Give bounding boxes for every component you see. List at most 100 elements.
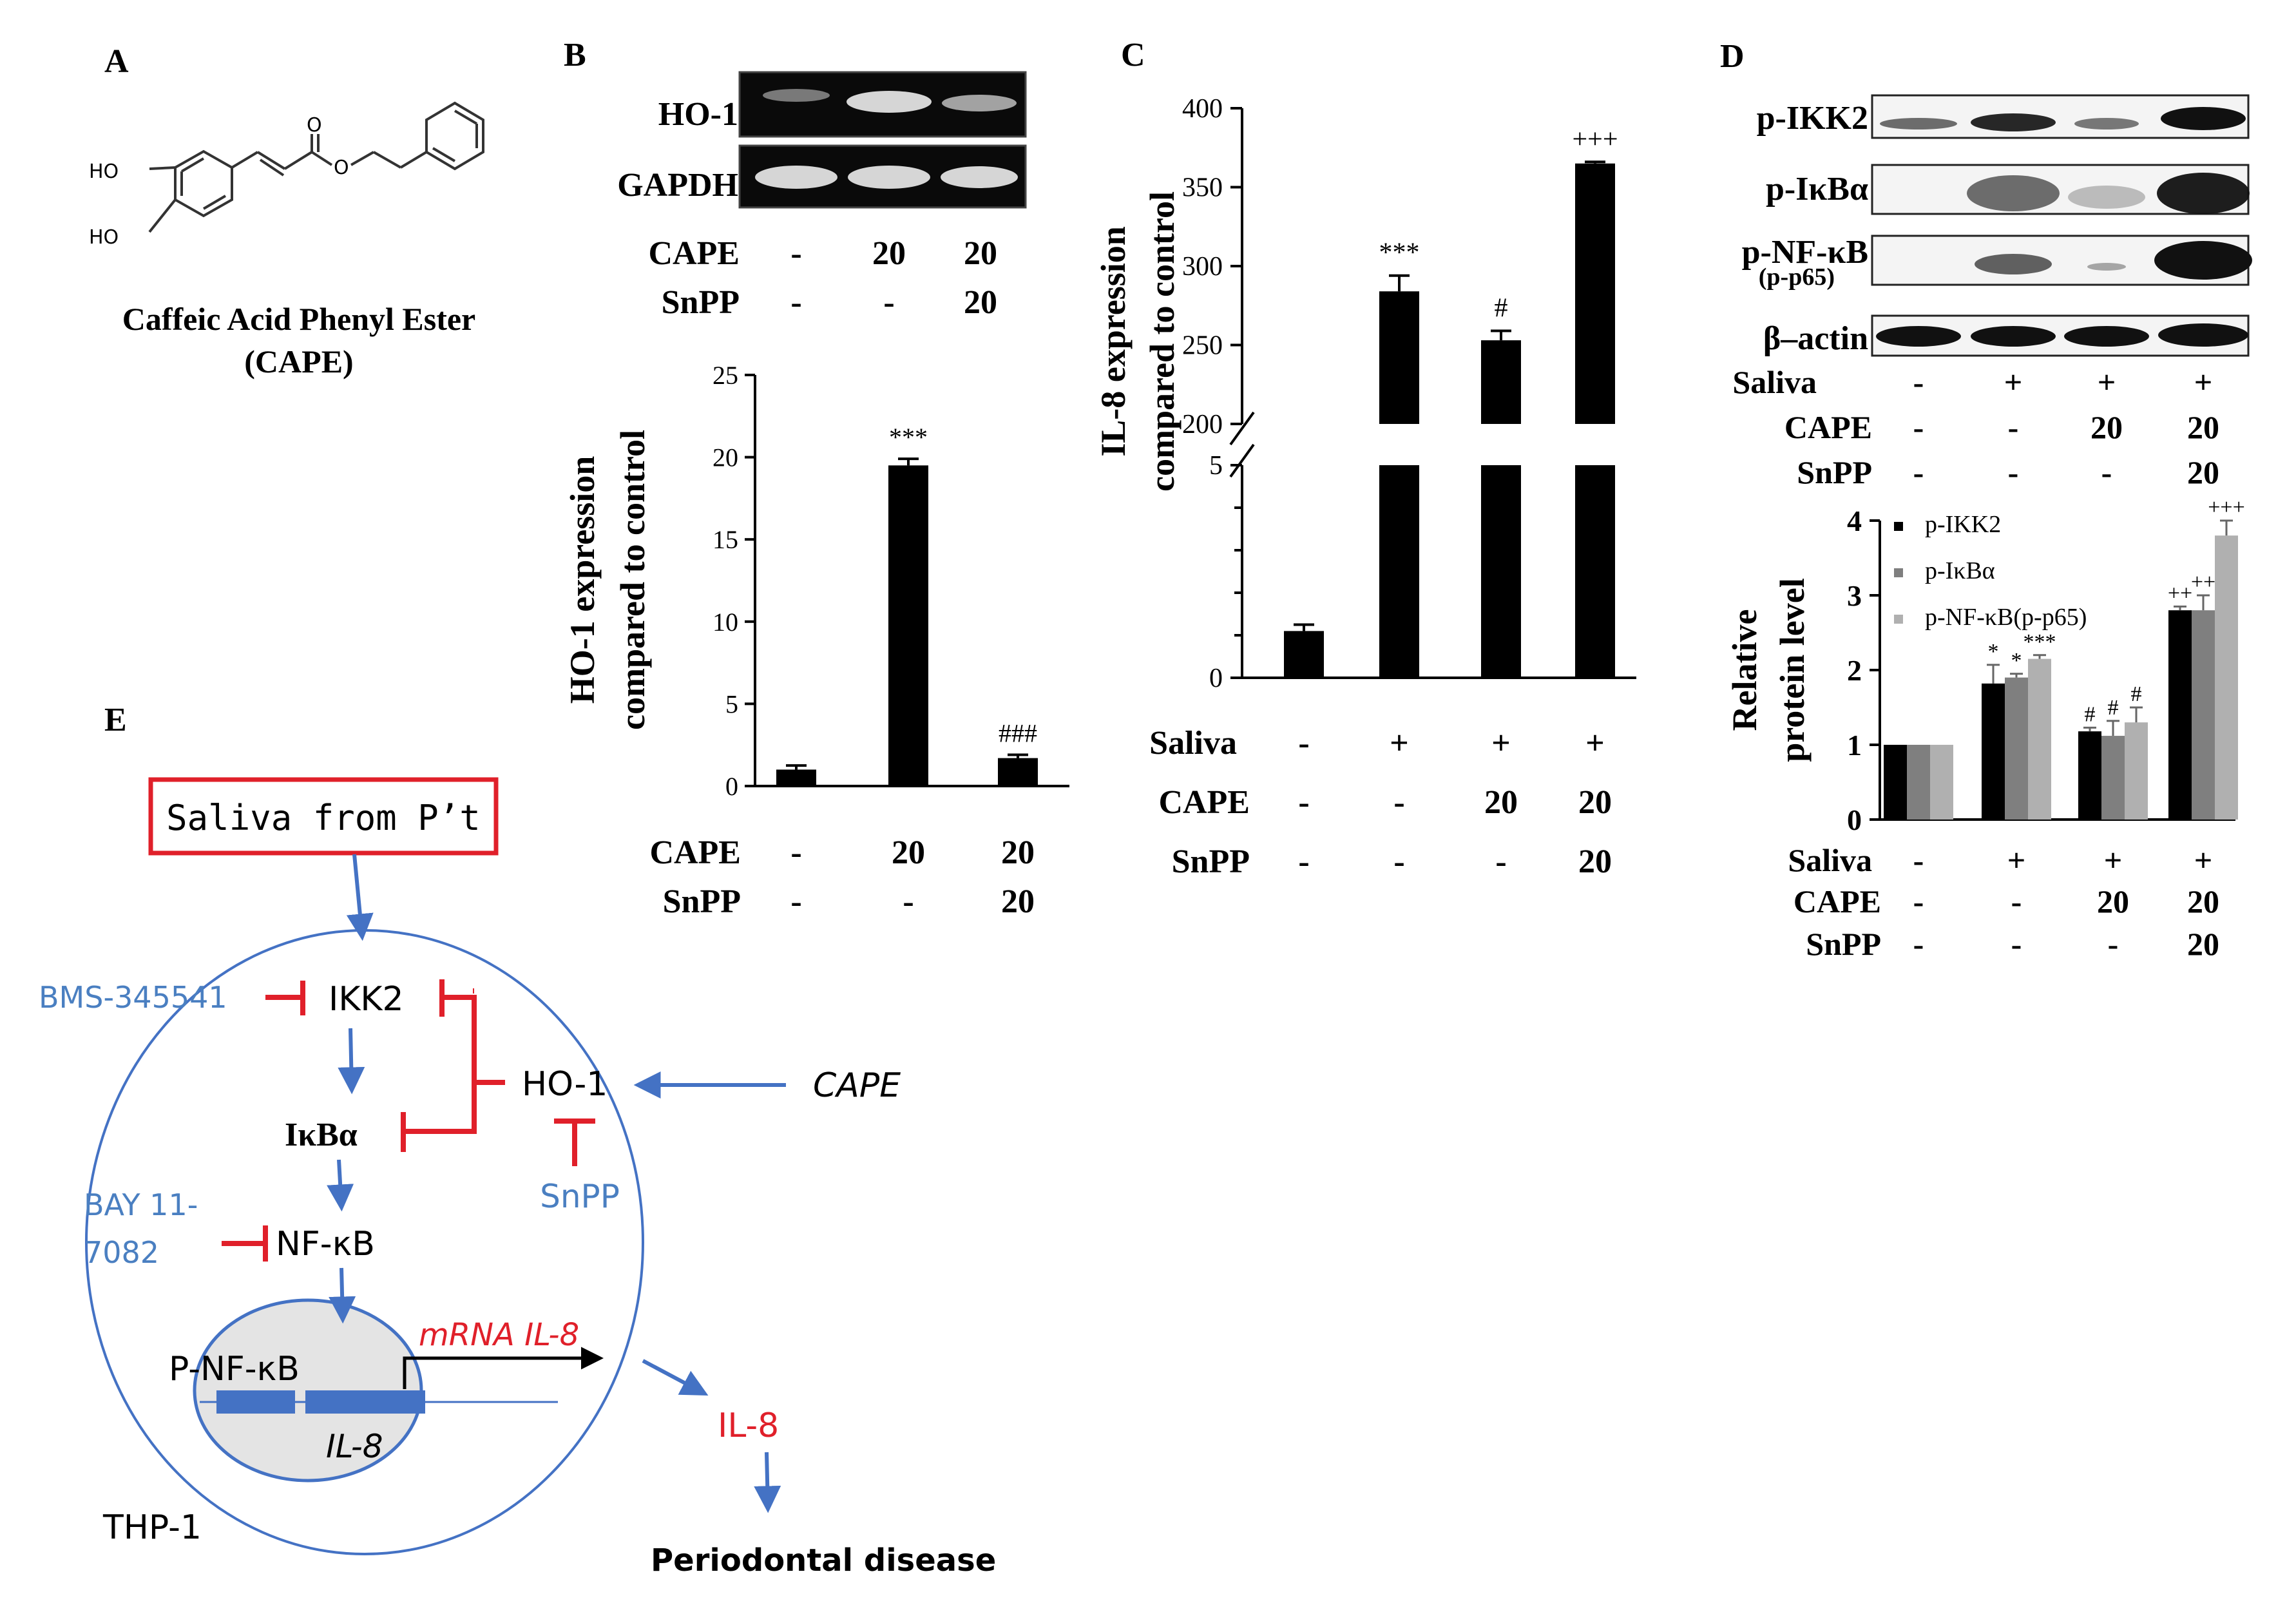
chart-b-cell: 20 (892, 834, 925, 871)
chart-d-bar (2028, 658, 2051, 820)
chart-d-bar (1884, 745, 1907, 820)
panel-d: D p-IKK2 (1720, 38, 2252, 962)
snpp-label: SnPP (540, 1178, 620, 1215)
chart-d-cell: + (2007, 842, 2026, 878)
bay-label-line1: BAY 11- (84, 1187, 198, 1222)
chart-b-cell: 20 (1001, 883, 1035, 920)
chart-d-protein: 01234*#++*#++***#+++p-IKK2p-IκBαp-NF-κB(… (1725, 495, 2245, 836)
chart-c-significance: # (1495, 293, 1508, 323)
chart-c-cell: - (1298, 725, 1309, 762)
panel-b: B HO-1 GAPDH CAPE - 20 20 SnPP - - 20 (563, 37, 1069, 920)
chart-c-cell: 20 (1484, 784, 1518, 821)
chart-d-bar (2005, 677, 2028, 820)
chart-c-cell: - (1495, 843, 1506, 880)
blot-band-beta-actin: β–actin (1763, 320, 1868, 357)
blot-cell: - (1913, 364, 1924, 400)
chart-c-significance: +++ (1572, 124, 1618, 154)
chart-b-y-tick-label: 20 (713, 443, 738, 472)
il8-gene-box (305, 1390, 425, 1414)
chart-c-cell: - (1298, 843, 1309, 880)
chart-d-cell: - (2108, 926, 2119, 962)
blot-row-label: SnPP (1797, 454, 1872, 490)
chart-d-legend-swatch (1894, 615, 1903, 624)
cape-structure (148, 101, 484, 233)
compound-name: Caffeic Acid Phenyl Ester (122, 301, 476, 337)
chart-d-bar (1930, 745, 1953, 820)
chart-c-bar-lower (1379, 465, 1419, 678)
chart-d-significance: # (2131, 682, 2142, 706)
chart-b-bar (998, 758, 1038, 786)
chart-b-y-tick-label: 0 (725, 772, 738, 801)
blot-band-p-ikk2: p-IKK2 (1757, 100, 1868, 137)
chart-d-cell: 20 (2187, 926, 2219, 962)
chart-c-axis-break (1229, 411, 1255, 446)
blot-cell: 20 (2090, 409, 2123, 445)
chart-b-row-label: SnPP (663, 883, 741, 920)
blot-band-p-ikba: p-IκBα (1766, 171, 1868, 207)
arrow-ikk2-to-ikba (338, 1028, 365, 1095)
chart-d-cell: - (1913, 926, 1924, 962)
chart-d-bar (2192, 610, 2215, 820)
chart-d-bar (1982, 683, 2005, 820)
chart-d-bar (2078, 731, 2101, 820)
periodontal-disease-label: Periodontal disease (651, 1542, 996, 1579)
gel-treatment-table: CAPE - 20 20 SnPP - - 20 (648, 235, 997, 321)
arrow-ikba-to-nfkb (327, 1159, 354, 1212)
chart-d-y-tick-label: 2 (1847, 654, 1862, 687)
arrow-il8-to-disease (754, 1452, 781, 1513)
blot-row-label: Saliva (1732, 364, 1817, 400)
chart-d-legend-label: p-IκBα (1925, 557, 1995, 584)
promoter-box (216, 1390, 295, 1414)
chart-c-y-tick-label: 0 (1209, 664, 1223, 693)
bay-label-line2: 7082 (84, 1235, 159, 1270)
chart-b-bar (776, 769, 816, 786)
chart-d-cell: - (2011, 883, 2022, 919)
chart-d-bar (2101, 736, 2125, 820)
transcription-arrow (403, 1347, 604, 1389)
chart-c-y-tick-label: 5 (1209, 451, 1223, 481)
chart-b-significance: ### (999, 719, 1037, 748)
chart-d-cell: - (1913, 883, 1924, 919)
chart-d-cell: + (2194, 842, 2213, 878)
blot-treatment-table: Saliva - + + + CAPE - - 20 20 SnPP - - -… (1732, 364, 2219, 490)
chart-d-row-label: CAPE (1794, 883, 1881, 919)
thp1-label: THP-1 (102, 1508, 202, 1547)
chart-d-significance: +++ (2208, 495, 2245, 519)
western-blot (1871, 94, 2252, 357)
chart-c-y-tick-label: 300 (1182, 252, 1223, 282)
ikba-label: IκBα (285, 1117, 358, 1153)
chart-d-y-tick-label: 3 (1847, 579, 1862, 612)
chart-c-bar-lower (1481, 465, 1521, 678)
chart-c-cell: + (1390, 725, 1409, 762)
blot-cell: 20 (2187, 409, 2219, 445)
chart-c-axis-break (1229, 443, 1255, 478)
chart-b-y-label: HO-1 expression (563, 456, 602, 704)
chart-c-y-label: IL-8 expression (1094, 226, 1133, 457)
chart-c-y-tick-label: 250 (1182, 331, 1223, 361)
chart-c-cell: + (1585, 725, 1605, 762)
chart-c-cell: - (1298, 784, 1309, 821)
panel-e: E Saliva from P’t BMS-345541 IKK2 HO-1 C… (39, 702, 996, 1579)
panel-label-e: E (104, 702, 127, 738)
chart-d-row-label: Saliva (1788, 842, 1872, 878)
chart-c-bar-lower (1575, 465, 1615, 678)
gel-band-ho1: HO-1 (658, 96, 738, 133)
gel-band-gapdh: GAPDH (617, 167, 738, 204)
chart-b-y-tick-label: 25 (713, 361, 738, 390)
atom-ho-bottom: HO (89, 226, 119, 249)
chart-d-cell: - (1913, 842, 1924, 878)
chart-b-treatment-table: CAPE - 20 20 SnPP - - 20 (649, 834, 1035, 920)
panel-label-d: D (1720, 38, 1745, 75)
blot-cell: - (1913, 409, 1924, 445)
gel-cell: 20 (872, 235, 906, 272)
blot-cell: + (2194, 364, 2213, 400)
mrna-il8-label: mRNA IL-8 (419, 1317, 579, 1353)
blot-band-p-nfkb-sub: (p-p65) (1759, 264, 1835, 291)
gel-image (738, 71, 1027, 209)
chart-d-significance: * (2011, 649, 2022, 673)
chart-d-legend-label: p-IKK2 (1925, 511, 2001, 538)
chart-d-significance: * (1988, 640, 1999, 664)
gel-cell: - (790, 284, 801, 321)
